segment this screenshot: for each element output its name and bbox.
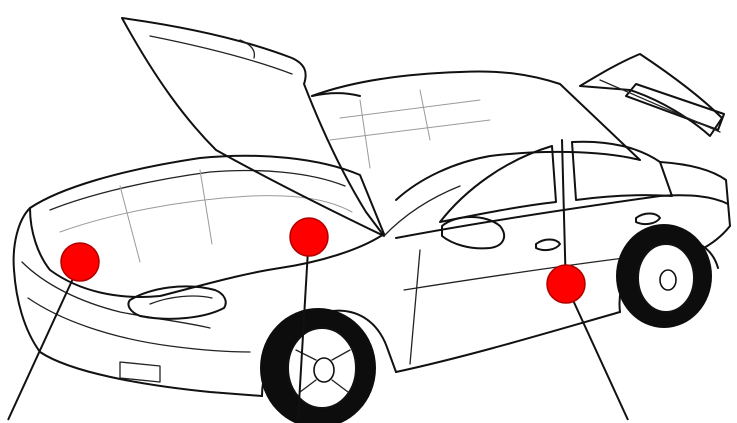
hood-inner-edge	[150, 36, 292, 74]
fog-lamp-slot	[120, 362, 160, 382]
front-wheel	[260, 308, 376, 423]
headlight-inner	[150, 296, 212, 304]
front-door-handle	[536, 240, 560, 251]
rear-door-marker	[547, 265, 585, 303]
engine-bay-inner	[50, 171, 345, 210]
leader-line-front-bumper	[8, 272, 76, 420]
engine-bay-marker	[290, 218, 328, 256]
car-body-outline	[14, 18, 730, 396]
front-door-edge	[410, 250, 420, 364]
rear-side-window	[572, 142, 672, 200]
door-crease	[404, 256, 640, 290]
front-bumper-marker	[61, 243, 99, 281]
front-side-window	[440, 146, 556, 222]
rear-wheel	[616, 224, 712, 328]
rear-door-handle	[636, 214, 660, 225]
rocker-panel	[396, 312, 620, 372]
leader-line-rear-door	[572, 298, 628, 420]
